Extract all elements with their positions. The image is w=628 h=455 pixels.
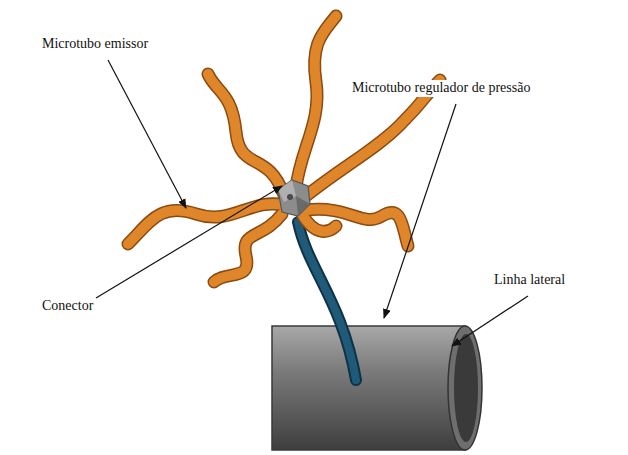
connector-fitting [278,180,310,216]
part-label: Conector [40,298,95,315]
leader-lines [96,60,528,346]
part-label: Microtubo regulador de pressão [350,80,532,97]
emitter-microtubes [128,16,440,282]
part-label: Linha lateral [492,272,567,289]
regulator-microtube [298,222,356,380]
part-label: Microtubo emissor [40,36,150,53]
lateral-line-pipe [272,326,482,450]
